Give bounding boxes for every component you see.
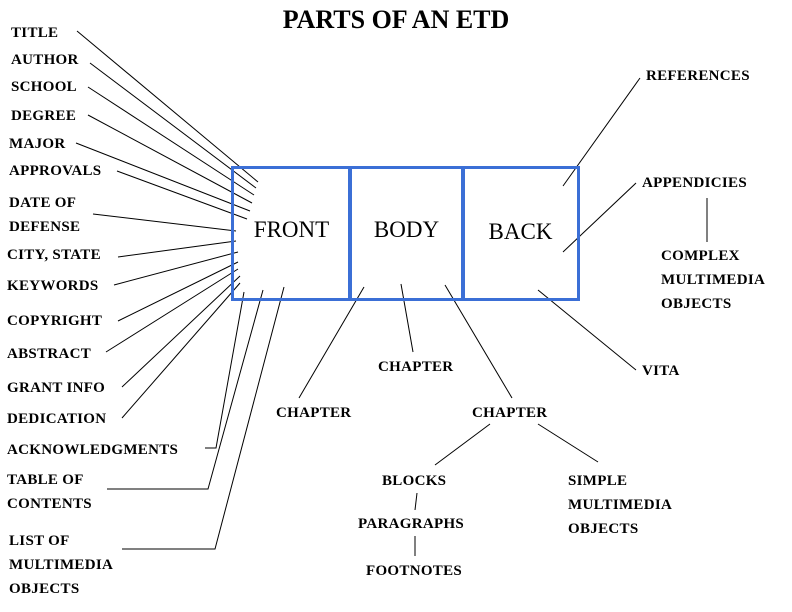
connector-list-of-multimedia (122, 286, 285, 550)
label-paragraphs: PARAGRAPHS (358, 516, 465, 532)
label-title: TITLE (11, 25, 59, 41)
connector-dedication (121, 282, 241, 419)
label-date-of-defense-line2: DEFENSE (9, 219, 81, 235)
connector-title (76, 30, 259, 183)
label-keywords: KEYWORDS (7, 278, 99, 294)
label-blocks: BLOCKS (382, 473, 447, 489)
label-complex-multimedia-line2: MULTIMEDIA (661, 272, 766, 288)
connector-date-of-defense (92, 213, 237, 232)
connector-major (75, 142, 251, 212)
connector-table-of-contents (107, 289, 264, 490)
label-simple-multimedia-line1: SIMPLE (568, 473, 628, 489)
label-list-of-multimedia-line2: MULTIMEDIA (9, 557, 114, 573)
label-city-state: CITY, STATE (7, 247, 101, 263)
front-box: FRONT (231, 166, 352, 301)
label-chapter-middle: CHAPTER (378, 359, 454, 375)
label-author: AUTHOR (11, 52, 79, 68)
label-grant-info: GRANT INFO (7, 380, 106, 396)
connector-degree (87, 114, 253, 204)
label-list-of-multimedia-line3: OBJECTS (9, 581, 80, 597)
label-major: MAJOR (9, 136, 66, 152)
label-vita: VITA (642, 363, 680, 379)
body-box: BODY (348, 166, 465, 301)
body-label: BODY (373, 217, 440, 242)
connector-blocks (434, 423, 491, 466)
label-chapter-left: CHAPTER (276, 405, 352, 421)
connector-copyright (117, 261, 239, 322)
label-approvals: APPROVALS (9, 163, 102, 179)
label-copyright: COPYRIGHT (7, 313, 103, 329)
connector-keywords (113, 251, 239, 286)
label-degree: DEGREE (11, 108, 77, 124)
connector-paragraphs (414, 492, 418, 511)
label-footnotes: FOOTNOTES (366, 563, 463, 579)
label-simple-multimedia-line3: OBJECTS (568, 521, 639, 537)
connector-simple-multimedia (537, 423, 599, 463)
connector-author (89, 62, 257, 189)
back-box: BACK (461, 166, 580, 301)
front-label: FRONT (253, 217, 330, 242)
label-table-of-contents-line2: CONTENTS (7, 496, 92, 512)
label-list-of-multimedia-line1: LIST OF (9, 533, 70, 549)
connector-chapter-middle (400, 283, 414, 353)
label-acknowledgments: ACKNOWLEDGMENTS (7, 442, 179, 458)
label-complex-multimedia-line3: OBJECTS (661, 296, 732, 312)
connector-abstract (105, 268, 239, 353)
connector-vita (537, 289, 637, 371)
label-table-of-contents-line1: TABLE OF (7, 472, 84, 488)
connector-acknowledgments (205, 291, 245, 449)
connector-appendicies (562, 182, 637, 253)
label-abstract: ABSTRACT (7, 346, 92, 362)
connector-city-state (117, 240, 237, 258)
diagram-title: PARTS OF AN ETD (282, 5, 510, 34)
connector-approvals (116, 170, 248, 220)
label-simple-multimedia-line2: MULTIMEDIA (568, 497, 673, 513)
connector-chapter-right (444, 284, 513, 399)
label-complex-multimedia-line1: COMPLEX (661, 248, 740, 264)
label-date-of-defense-line1: DATE OF (9, 195, 77, 211)
connector-chapter-left (298, 286, 365, 399)
label-chapter-right: CHAPTER (472, 405, 548, 421)
connector-school (87, 86, 255, 196)
label-school: SCHOOL (11, 79, 77, 95)
back-label: BACK (488, 219, 553, 244)
label-references: REFERENCES (646, 68, 750, 84)
label-dedication: DEDICATION (7, 411, 107, 427)
connector-grant-info (121, 275, 241, 388)
label-appendicies: APPENDICIES (642, 175, 747, 191)
